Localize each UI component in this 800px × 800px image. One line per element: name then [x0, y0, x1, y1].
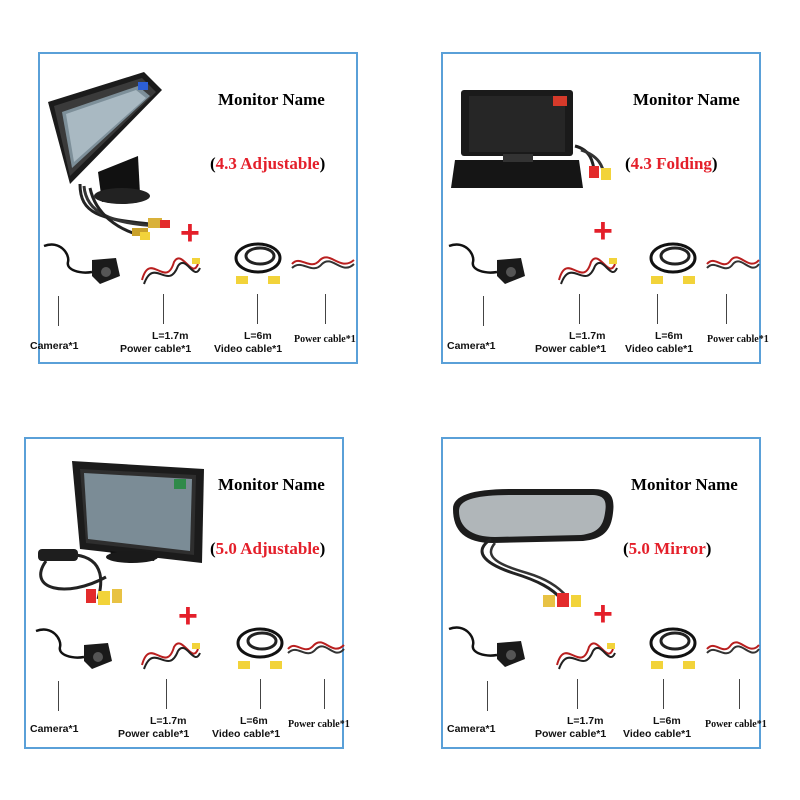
- product-panel-4-3-adjustable: Monitor Name (4.3 Adjustable) + Camera*1…: [30, 52, 358, 364]
- plus-icon: +: [180, 214, 200, 252]
- plus-icon: +: [178, 597, 198, 635]
- power-cable-label: Power cable*1: [535, 343, 607, 355]
- camera-image: [448, 626, 525, 667]
- monitor-model-label: (4.3 Folding): [625, 154, 718, 173]
- power2-pointer-line: [324, 679, 325, 709]
- power-cable-label: Power cable*1: [535, 728, 607, 740]
- power-cable-image: [556, 642, 616, 670]
- camera-label: Camera*1: [30, 340, 79, 352]
- camera-label: Camera*1: [447, 340, 496, 352]
- adjustable-monitor-image: [38, 461, 204, 605]
- monitor-model-text: 5.0 Adjustable: [215, 539, 320, 558]
- camera-pointer-line: [58, 296, 59, 326]
- power-cable-2-label: Power cable*1: [288, 719, 350, 730]
- power-cable-label: Power cable*1: [120, 343, 192, 355]
- monitor-name-title: Monitor Name: [218, 475, 325, 494]
- power-cable-length: L=1.7m: [569, 330, 606, 342]
- monitor-model-text: 5.0 Mirror: [628, 539, 706, 558]
- power-pointer-line: [166, 679, 167, 709]
- power-pointer-line: [577, 679, 578, 709]
- monitor-name-title: Monitor Name: [633, 90, 740, 109]
- video-cable-image: [234, 242, 282, 284]
- plus-icon: +: [593, 595, 613, 633]
- video-cable-image: [649, 242, 697, 284]
- power-cable-image: [558, 257, 618, 285]
- power-pointer-line: [163, 294, 164, 324]
- power2-pointer-line: [739, 679, 740, 709]
- power-cable-2-label: Power cable*1: [707, 334, 769, 345]
- monitor-model-label: (5.0 Mirror): [623, 539, 712, 558]
- folding-monitor-image: [451, 90, 611, 188]
- camera-pointer-line: [58, 681, 59, 711]
- camera-label: Camera*1: [30, 723, 79, 735]
- power-cable-label: Power cable*1: [118, 728, 190, 740]
- mirror-monitor-image: [453, 489, 614, 607]
- product-panel-4-3-folding: Monitor Name (4.3 Folding) + Camera*1 L=…: [441, 52, 769, 364]
- power-cable-2-label: Power cable*1: [705, 719, 767, 730]
- monitor-model-label: (5.0 Adjustable): [210, 539, 326, 558]
- power-cable-length: L=1.7m: [567, 715, 604, 727]
- video-cable-label: Video cable*1: [214, 343, 283, 355]
- camera-image: [448, 243, 525, 284]
- video-pointer-line: [657, 294, 658, 324]
- video-cable-label: Video cable*1: [623, 728, 692, 740]
- monitor-name-title: Monitor Name: [218, 90, 325, 109]
- monitor-name-title: Monitor Name: [631, 475, 738, 494]
- power-cable-length: L=1.7m: [150, 715, 187, 727]
- power-cable-2-image: [291, 256, 355, 270]
- camera-image: [35, 628, 112, 669]
- camera-pointer-line: [483, 296, 484, 326]
- power-cable-length: L=1.7m: [152, 330, 189, 342]
- monitor-model-label: (4.3 Adjustable): [210, 154, 326, 173]
- video-cable-label: Video cable*1: [212, 728, 281, 740]
- camera-label: Camera*1: [447, 723, 496, 735]
- product-panel-5-0-mirror: Monitor Name (5.0 Mirror) + Camera*1 L=1…: [441, 437, 767, 749]
- power-cable-2-image: [706, 256, 760, 270]
- camera-pointer-line: [487, 681, 488, 711]
- power-pointer-line: [579, 294, 580, 324]
- adjustable-monitor-image: [48, 72, 170, 240]
- video-cable-length: L=6m: [240, 715, 268, 727]
- product-panel-5-0-adjustable: Monitor Name (5.0 Adjustable) + Camera*1…: [24, 437, 350, 749]
- power-cable-2-label: Power cable*1: [294, 334, 356, 345]
- monitor-model-text: 4.3 Folding: [630, 154, 712, 173]
- video-pointer-line: [257, 294, 258, 324]
- power-cable-2-image: [706, 641, 760, 655]
- power-cable-image: [141, 642, 201, 670]
- video-pointer-line: [663, 679, 664, 709]
- power-cable-image: [141, 257, 201, 285]
- power2-pointer-line: [726, 294, 727, 324]
- power2-pointer-line: [325, 294, 326, 324]
- video-pointer-line: [260, 679, 261, 709]
- video-cable-length: L=6m: [244, 330, 272, 342]
- video-cable-image: [649, 627, 697, 669]
- video-cable-label: Video cable*1: [625, 343, 694, 355]
- video-cable-image: [236, 627, 284, 669]
- monitor-model-text: 4.3 Adjustable: [215, 154, 320, 173]
- plus-icon: +: [593, 212, 613, 250]
- power-cable-2-image: [287, 641, 345, 655]
- camera-image: [43, 243, 120, 284]
- video-cable-length: L=6m: [655, 330, 683, 342]
- video-cable-length: L=6m: [653, 715, 681, 727]
